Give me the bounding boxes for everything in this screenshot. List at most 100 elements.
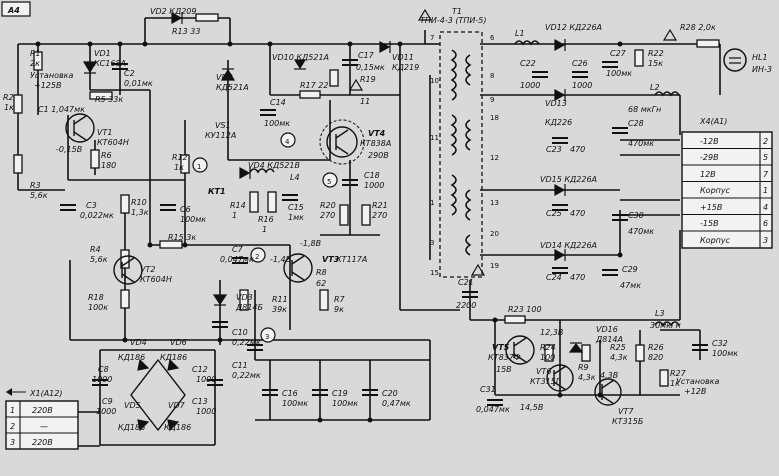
svg-text:R14: R14 [230, 201, 246, 210]
svg-text:6: 6 [490, 34, 495, 42]
svg-text:C18: C18 [364, 171, 380, 180]
svg-text:10: 10 [430, 77, 439, 85]
wiring [17, 17, 721, 447]
svg-text:КТ1: КТ1 [208, 187, 226, 196]
svg-text:1000: 1000 [196, 375, 216, 384]
svg-text:13: 13 [490, 199, 499, 207]
svg-text:100мк: 100мк [712, 349, 738, 358]
svg-text:VT2: VT2 [140, 265, 155, 274]
svg-text:VT5: VT5 [492, 343, 510, 352]
svg-text:C17: C17 [358, 51, 375, 60]
svg-text:R11: R11 [272, 295, 288, 304]
svg-text:0,22мк: 0,22мк [232, 371, 261, 380]
x4-row-pin: 6 [763, 219, 768, 228]
svg-text:R16: R16 [258, 215, 274, 224]
svg-text:2200: 2200 [456, 301, 476, 310]
svg-text:11: 11 [360, 97, 370, 106]
sheet-title: A4 [7, 6, 20, 15]
svg-text:2: 2 [255, 253, 259, 261]
svg-text:100мк: 100мк [606, 69, 632, 78]
svg-text:4,3к: 4,3к [610, 353, 628, 362]
svg-text:0,47мк: 0,47мк [382, 399, 411, 408]
svg-text:5,6к: 5,6к [30, 191, 48, 200]
svg-text:470мк: 470мк [628, 227, 654, 236]
svg-text:Установка: Установка [676, 377, 720, 386]
svg-text:C14: C14 [270, 98, 286, 107]
svg-text:4: 4 [285, 138, 290, 146]
svg-text:VD15 КД226А: VD15 КД226А [540, 175, 597, 184]
svg-text:1к: 1к [670, 379, 680, 388]
transformer-ref: T1 [452, 7, 462, 16]
svg-text:3: 3 [265, 333, 269, 341]
svg-text:0,022мк: 0,022мк [80, 211, 114, 220]
svg-text:1: 1 [197, 163, 201, 171]
transformer-model: ТПИ-4-3 (ТПИ-5) [420, 16, 487, 25]
svg-text:290В: 290В [368, 151, 389, 160]
connector-x4: -12В 2 -29В 5 12В 7 Корпус 1 +15В 4 -15В… [681, 131, 773, 249]
x4-row-label: -12В [700, 137, 719, 146]
svg-text:L4: L4 [290, 173, 300, 182]
svg-text:12,3В: 12,3В [540, 328, 563, 337]
svg-text:R4: R4 [90, 245, 101, 254]
svg-text:820: 820 [648, 353, 663, 362]
svg-text:15к: 15к [648, 59, 663, 68]
svg-text:R23 100: R23 100 [508, 305, 542, 314]
svg-text:470: 470 [570, 145, 585, 154]
svg-text:0,01мк: 0,01мк [124, 79, 153, 88]
sheet-label-box [1, 1, 31, 17]
warning-triangle-icons [348, 8, 678, 276]
x4-row-pin: 1 [763, 186, 768, 195]
svg-text:VD5: VD5 [124, 401, 141, 410]
x1-row-label: — [40, 422, 48, 431]
svg-text:C29: C29 [622, 265, 638, 274]
svg-text:C16: C16 [282, 389, 298, 398]
svg-text:VD4 КД521В: VD4 КД521В [248, 161, 300, 170]
svg-text:R20: R20 [320, 201, 336, 210]
svg-text:11: 11 [430, 134, 439, 142]
svg-text:14,5В: 14,5В [520, 403, 543, 412]
svg-text:VD6: VD6 [170, 338, 187, 347]
x4-row-label: Корпус [700, 236, 731, 245]
x4-row-pin: 7 [763, 170, 769, 179]
svg-text:62: 62 [316, 279, 326, 288]
svg-text:1000: 1000 [196, 407, 216, 416]
junction-dots [35, 41, 623, 423]
svg-text:VD7: VD7 [168, 401, 186, 410]
svg-text:КТ837Ф: КТ837Ф [488, 353, 521, 362]
svg-text:R3: R3 [30, 181, 41, 190]
svg-text:R26: R26 [648, 343, 664, 352]
svg-text:9: 9 [490, 96, 494, 104]
svg-text:R24: R24 [540, 343, 556, 352]
svg-text:Установка: Установка [30, 71, 74, 80]
svg-text:R7: R7 [334, 295, 346, 304]
svg-text:C23: C23 [546, 145, 562, 154]
svg-text:0,047мк: 0,047мк [220, 255, 254, 264]
diodes [82, 11, 584, 432]
x4-row-label: +15В [700, 203, 722, 212]
svg-text:C22: C22 [520, 59, 536, 68]
svg-text:R8: R8 [316, 268, 327, 277]
svg-text:VT1: VT1 [97, 128, 112, 137]
svg-text:R27: R27 [670, 369, 687, 378]
x4-row-pin: 4 [763, 203, 768, 212]
svg-text:100: 100 [540, 353, 555, 362]
svg-text:КТ315Г: КТ315Г [530, 377, 561, 386]
svg-text:VD13: VD13 [545, 99, 567, 108]
svg-text:15: 15 [430, 269, 439, 277]
svg-text:ИН-3: ИН-3 [752, 65, 772, 74]
svg-text:3: 3 [430, 239, 434, 247]
svg-text:C32: C32 [712, 339, 728, 348]
x4-row-label: Корпус [700, 186, 731, 195]
svg-text:VT7: VT7 [618, 407, 634, 416]
svg-text:КС168А: КС168А [94, 59, 126, 68]
svg-text:VD2 КД209: VD2 КД209 [150, 7, 196, 16]
svg-text:19: 19 [490, 262, 499, 270]
svg-text:+12В: +12В [684, 387, 706, 396]
svg-text:R18: R18 [88, 293, 104, 302]
svg-text:КД186: КД186 [160, 353, 187, 362]
svg-text:R2: R2 [3, 93, 14, 102]
x1-pin: 3 [10, 438, 15, 447]
svg-text:C26: C26 [572, 59, 588, 68]
svg-text:R1: R1 [30, 49, 41, 58]
svg-text:L3: L3 [655, 309, 665, 318]
